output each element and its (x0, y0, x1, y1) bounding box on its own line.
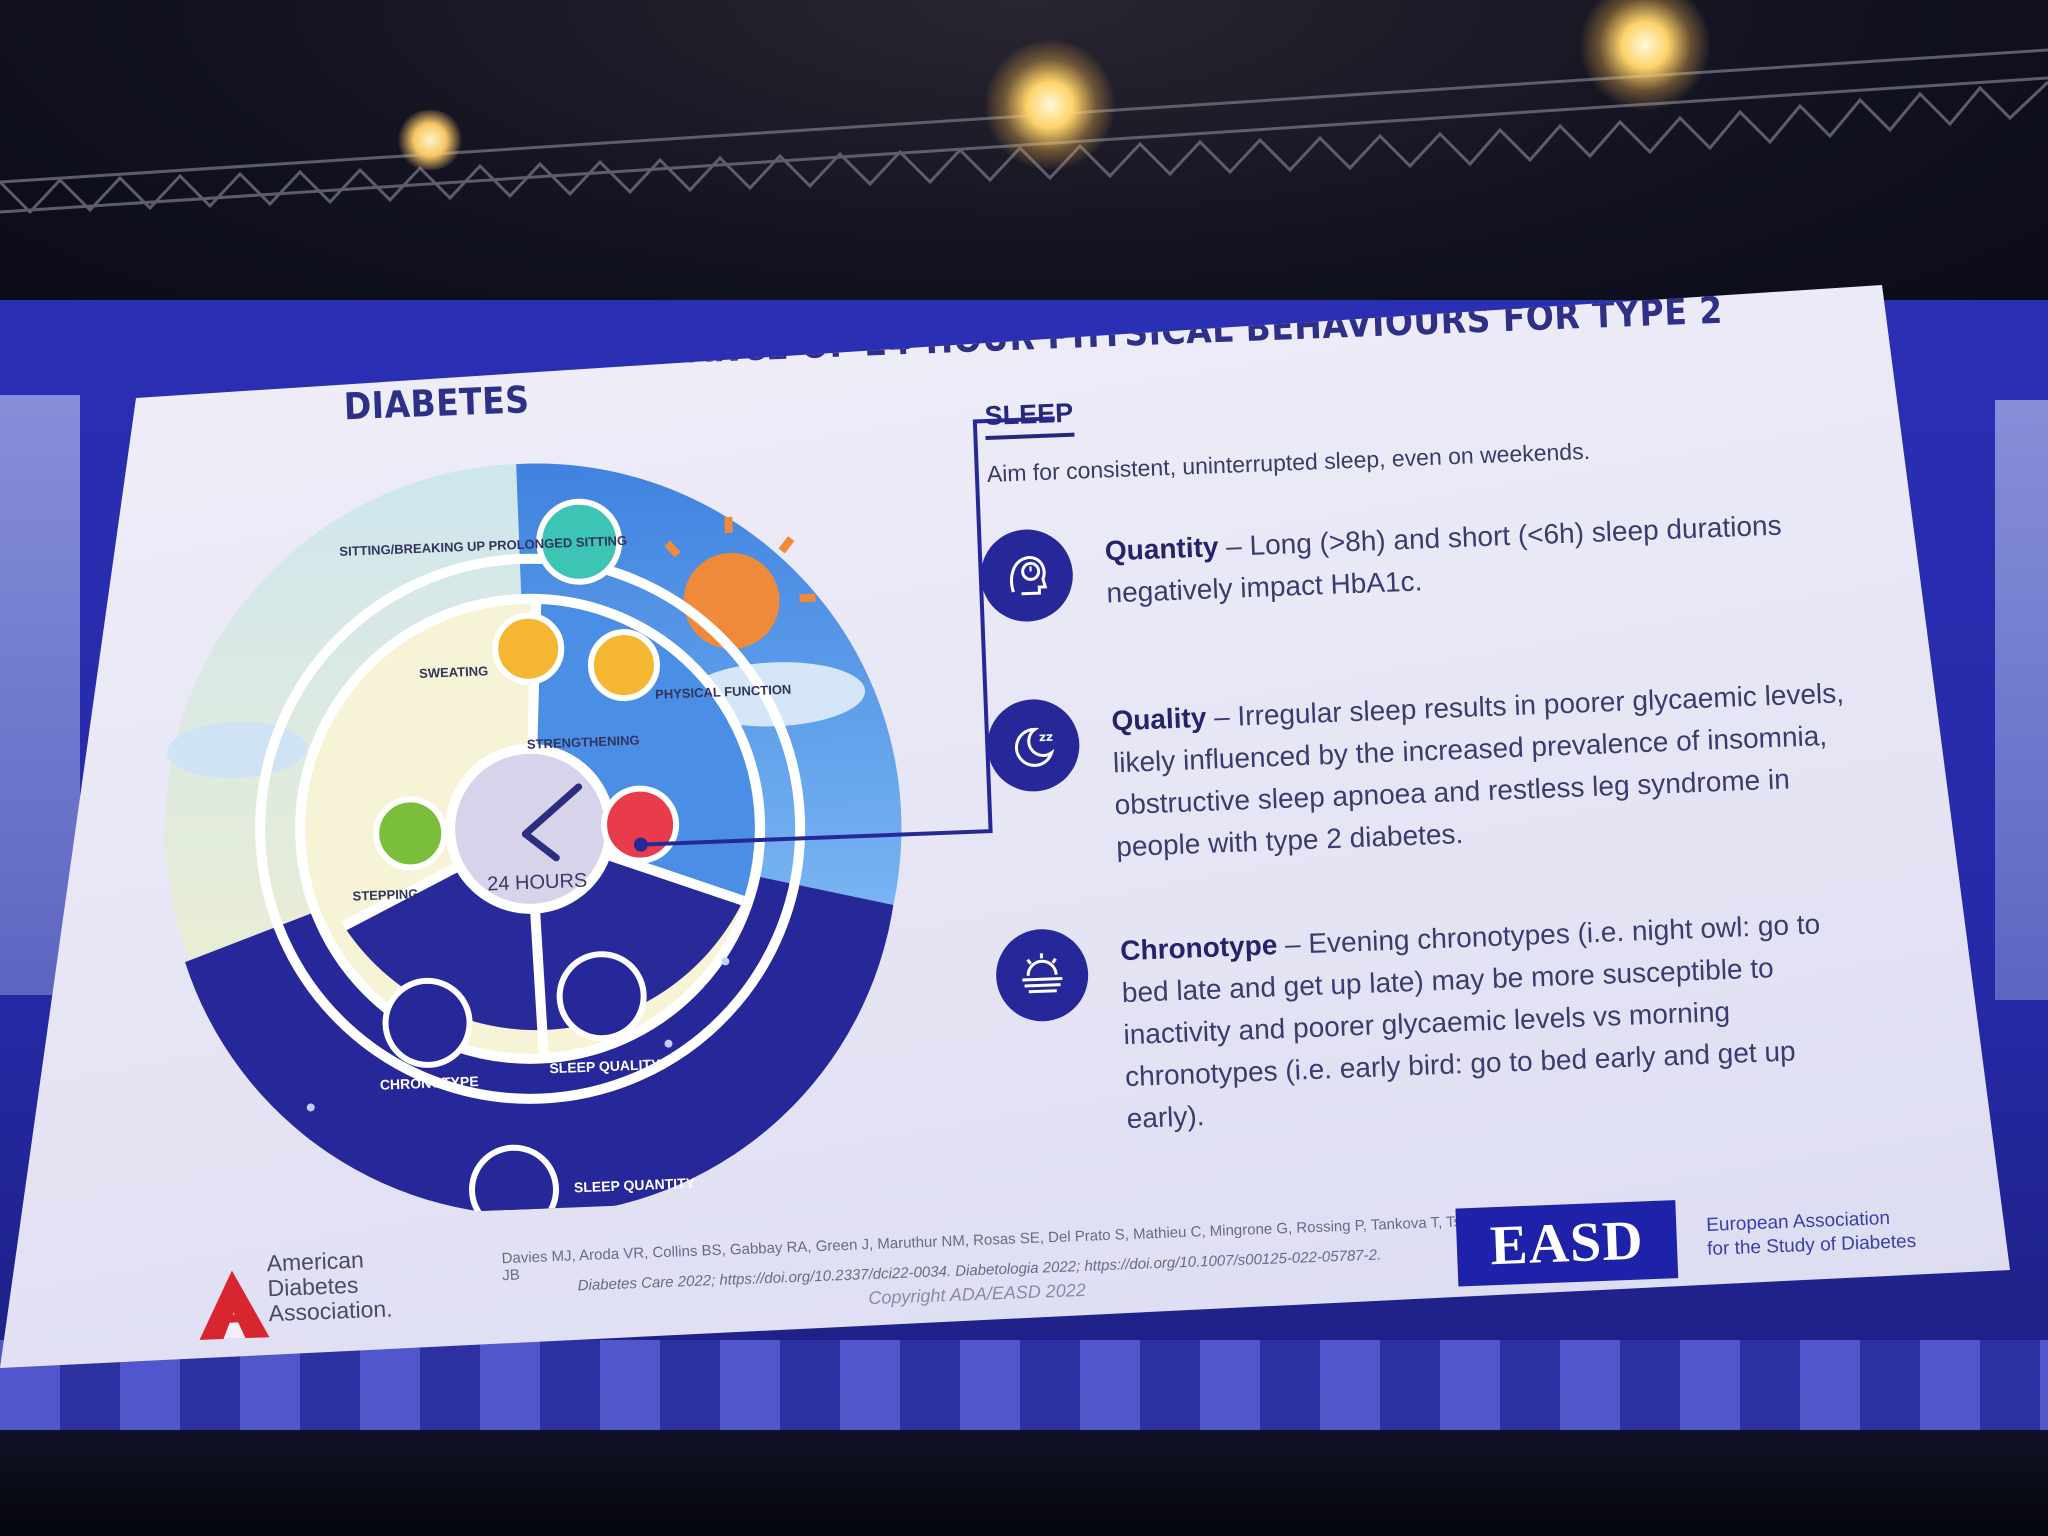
spotlight (985, 40, 1115, 170)
desc-quality: – Irregular sleep results in poorer glyc… (1112, 677, 1845, 863)
sleep-heading: SLEEP (984, 397, 1075, 441)
sleep-item-quality: zz Quality – Irregular sleep results in … (985, 667, 1865, 862)
easd-logo: EASD (1455, 1200, 1679, 1287)
behaviour-wheel: SITTING/BREAKING UP PROLONGED SITTING SW… (126, 434, 935, 1235)
moon-zzz-icon: zz (985, 697, 1082, 794)
label-sleep-quality: SLEEP QUALITY (549, 1056, 661, 1076)
sleep-item-quantity: Quantity – Long (>8h) and short (<6h) sl… (979, 498, 1858, 624)
sleep-item-text: Quality – Irregular sleep results in poo… (1111, 672, 1857, 868)
stage-edge (0, 1340, 2048, 1430)
wheel-graphic: SITTING/BREAKING UP PROLONGED SITTING SW… (165, 463, 902, 1235)
label-sweating: SWEATING (419, 663, 489, 681)
sunrise-icon (994, 927, 1090, 1023)
svg-text:zz: zz (1039, 730, 1054, 745)
ada-logo (199, 1270, 270, 1340)
physical-function-badge (587, 629, 660, 702)
label-stepping: STEPPING (352, 886, 418, 904)
sitting-badge (536, 498, 623, 585)
easd-name: European Association for the Study of Di… (1706, 1204, 1968, 1262)
ada-name: American Diabetes Association. (266, 1246, 393, 1327)
slide-content: FIGURE 2: IMPORTANCE OF 24-HOUR PHYSICAL… (91, 285, 1949, 1365)
label-chronotype: CHRONOTYPE (380, 1073, 479, 1093)
term-quality: Quality (1110, 701, 1207, 737)
spotlight (395, 110, 465, 170)
floor (0, 1430, 2048, 1536)
label-sleep-quantity: SLEEP QUANTITY (574, 1175, 696, 1196)
ada-line: Association. (268, 1295, 393, 1327)
chronotype-badge (382, 977, 473, 1068)
spotlight (1580, 0, 1710, 110)
head-clock-icon (979, 527, 1075, 624)
term-quantity: Quantity (1104, 531, 1220, 567)
term-chronotype: Chronotype (1119, 929, 1278, 967)
label-24-hours: 24 HOURS (487, 870, 588, 896)
sweating-badge (492, 612, 565, 685)
stepping-badge (373, 796, 448, 871)
sleep-item-chronotype: Chronotype – Evening chronotypes (i.e. n… (994, 897, 1873, 1134)
label-physical-function: PHYSICAL FUNCTION (655, 682, 792, 702)
connector-line (633, 416, 1055, 852)
slide-footer: American Diabetes Association. Davies MJ… (124, 1135, 1949, 1365)
label-strengthening: STRENGTHENING (527, 733, 640, 752)
side-screen (1995, 400, 2048, 1000)
sleep-item-text: Chronotype – Evening chronotypes (i.e. n… (1119, 902, 1867, 1140)
sleep-quality-badge (556, 951, 647, 1042)
copyright: Copyright ADA/EASD 2022 (868, 1279, 1087, 1309)
